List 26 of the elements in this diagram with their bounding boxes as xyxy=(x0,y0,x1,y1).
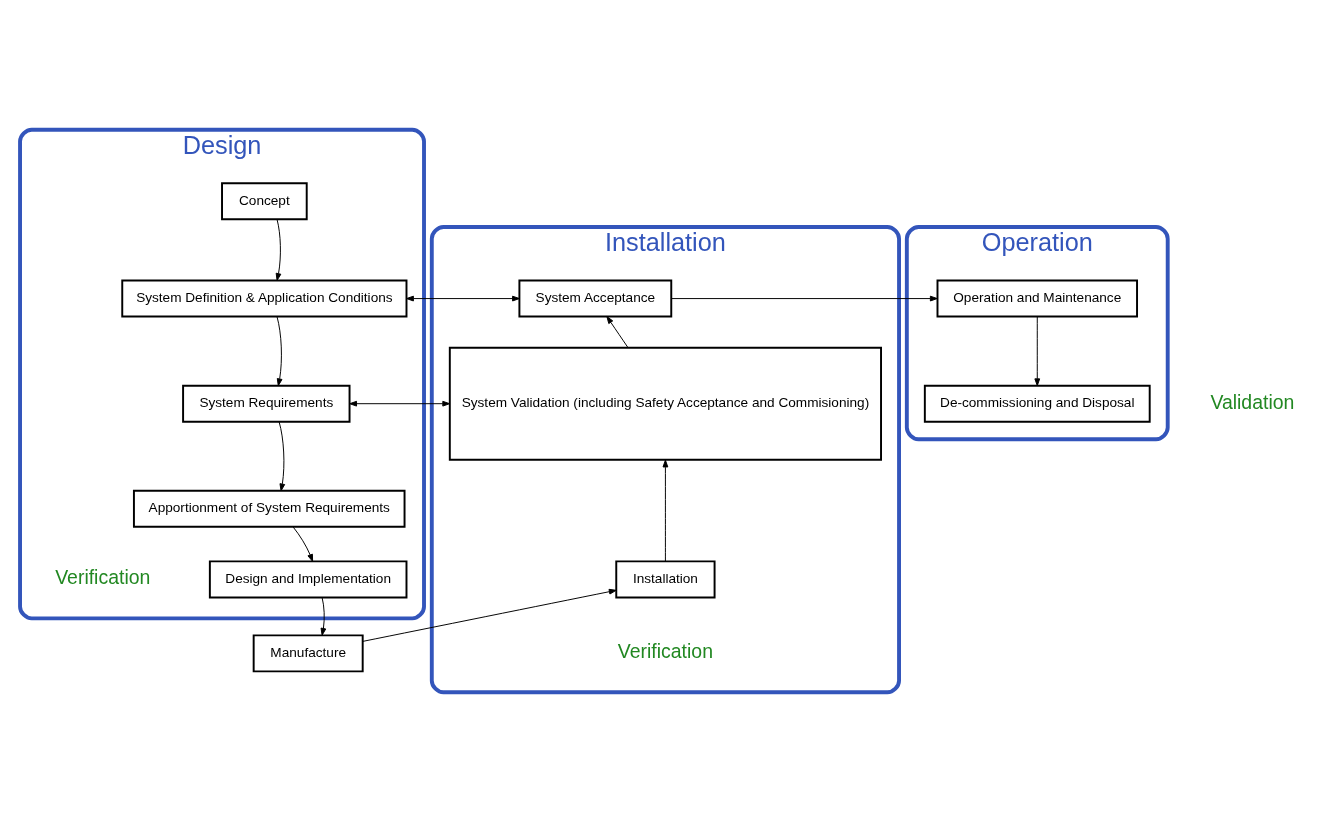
arrow xyxy=(275,218,282,281)
node-box: Apportionment of System Requirements xyxy=(132,489,406,528)
node-box: Operation and Maintenance xyxy=(936,279,1138,318)
arrow xyxy=(349,400,451,407)
arrow xyxy=(1034,315,1041,386)
arrow xyxy=(406,295,520,301)
arrow xyxy=(670,295,938,301)
label: Validation xyxy=(1210,390,1295,413)
node-box: System Acceptance xyxy=(518,279,673,318)
label: Verification xyxy=(617,639,714,662)
arrow xyxy=(278,420,286,491)
node-box: Concept xyxy=(221,181,308,220)
label: Verification xyxy=(55,565,151,588)
arrow xyxy=(320,596,327,636)
arrow xyxy=(276,315,283,386)
node-box: Design and Implementation xyxy=(208,559,408,598)
node-box: Installation xyxy=(615,559,716,598)
arrow xyxy=(606,315,629,348)
arrow xyxy=(292,526,314,562)
node-box: Manufacture xyxy=(252,633,364,672)
arrow xyxy=(362,588,617,642)
arrow xyxy=(662,459,669,562)
node-box: System Definition & Application Conditions xyxy=(121,279,408,318)
node-box: System Validation (including Safety Acceptance and Commisioning) xyxy=(448,346,882,461)
node-box: System Requirements xyxy=(182,384,351,423)
node-box: De-commissioning and Disposal xyxy=(923,384,1151,423)
